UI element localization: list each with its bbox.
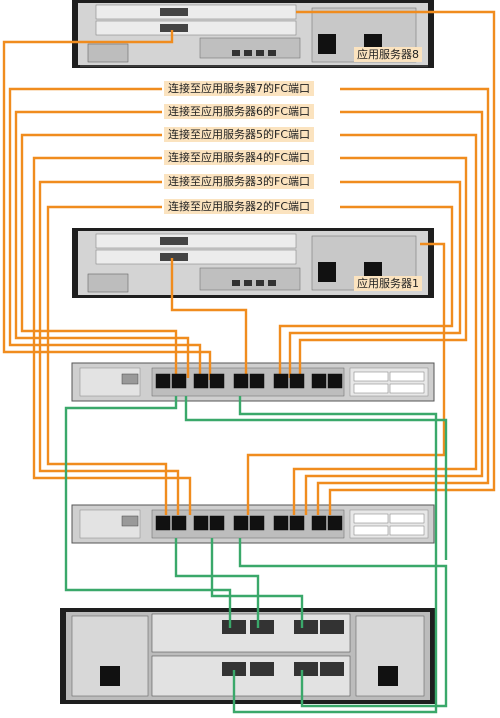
- fc-cable-s5-l: [20, 133, 178, 378]
- fc-cable-s8-b: [296, 10, 496, 515]
- fc-cable-s4-r: [298, 156, 468, 378]
- fc-ports: [155, 373, 343, 531]
- fc-cable-s4-l: [32, 156, 192, 515]
- storage-cable-3: [174, 538, 260, 628]
- fc-cable-s7-l: [8, 87, 202, 378]
- storage-cable-6: [184, 396, 448, 560]
- fc-cable-s2-r: [278, 205, 454, 378]
- fc-cable-s8-a: [2, 30, 212, 380]
- connection-label-server-3: 连接至应用服务器3的FC端口: [164, 174, 315, 189]
- storage-array: [60, 608, 436, 704]
- fc-cable-s1-b: [246, 242, 446, 515]
- fc-cable-s5-r: [292, 133, 478, 515]
- server-1-label: 应用服务器1: [354, 276, 422, 291]
- connection-label-server-2: 连接至应用服务器2的FC端口: [164, 199, 315, 214]
- server-8-label: 应用服务器8: [354, 47, 422, 62]
- connection-label-server-7: 连接至应用服务器7的FC端口: [164, 81, 315, 96]
- fc-cable-s3-r: [288, 180, 462, 378]
- storage-cables: [64, 396, 448, 714]
- fc-cable-s6-l: [14, 110, 190, 378]
- connection-label-server-4: 连接至应用服务器4的FC端口: [164, 150, 315, 165]
- fc-cable-s6-r: [304, 110, 484, 515]
- storage-cable-2: [232, 396, 438, 714]
- fc-cable-s2-l: [46, 205, 168, 515]
- connection-label-server-5: 连接至应用服务器5的FC端口: [164, 127, 315, 142]
- storage-cable-4: [210, 538, 304, 628]
- storage-cable-5: [238, 538, 448, 708]
- fc-cable-s7-r: [316, 87, 490, 515]
- connection-label-server-6: 连接至应用服务器6的FC端口: [164, 104, 315, 119]
- fc-cable-s1-a: [170, 258, 248, 378]
- fc-cables: [2, 10, 496, 515]
- fc-cable-s3-l: [38, 180, 180, 515]
